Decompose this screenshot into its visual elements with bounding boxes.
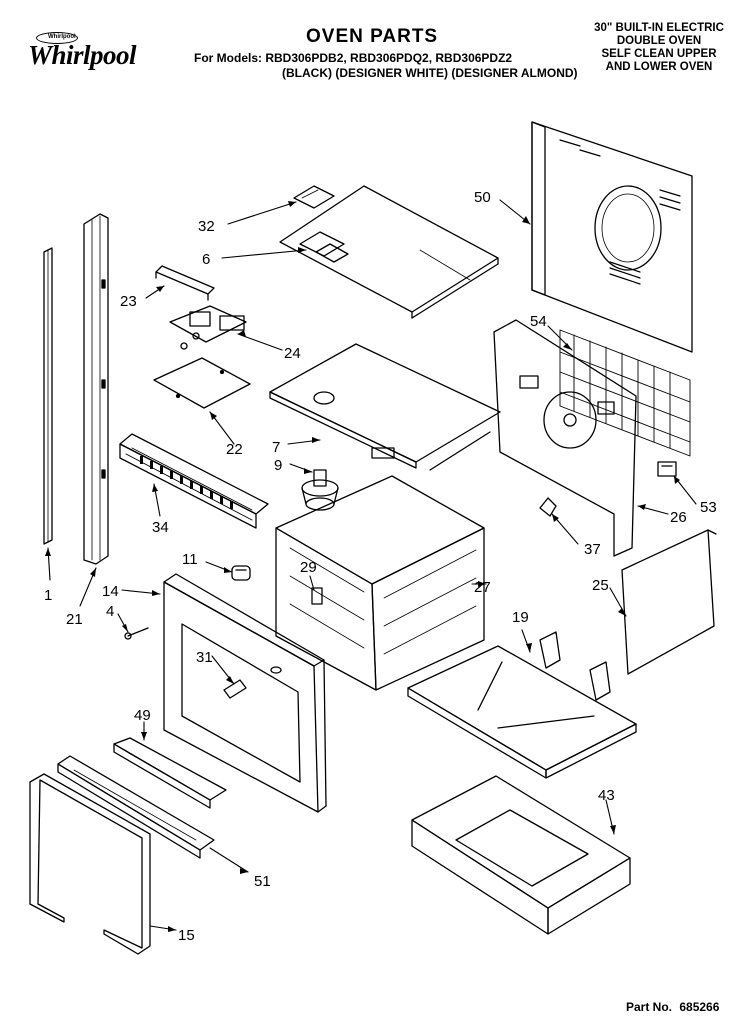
part-1-side-trim	[43, 247, 53, 545]
part-50-rear-panel	[531, 121, 693, 353]
models-line: For Models: RBD306PDB2, RBD306PDQ2, RBD3…	[194, 51, 513, 65]
callout-1: 1	[44, 587, 52, 604]
callout-34: 34	[152, 519, 169, 536]
product-description: 30" BUILT-IN ELECTRIC DOUBLE OVEN SELF C…	[584, 22, 734, 74]
part-number-footer: Part No. 685266	[626, 1000, 719, 1014]
callout-19: 19	[512, 609, 529, 626]
callout-26: 26	[670, 509, 687, 526]
part-22-cover-plate	[153, 357, 251, 409]
callout-27: 27	[474, 579, 491, 596]
callout-50: 50	[474, 189, 491, 206]
part-29-lamp	[311, 587, 323, 605]
description-line: 30" BUILT-IN ELECTRIC	[594, 22, 724, 34]
part-21-side-trim	[83, 213, 109, 565]
callout-43: 43	[598, 787, 615, 804]
part-53-clip	[657, 461, 677, 477]
callout-9: 9	[274, 457, 282, 474]
callout-37: 37	[584, 541, 601, 558]
description-line: SELF CLEAN UPPER	[601, 48, 717, 60]
logo-wordmark: Whirlpool	[28, 40, 137, 70]
part-54-insulation	[559, 329, 691, 457]
callout-numbers: 32 6 50 23 24 54 22 7 9 34 53 26 37 11 2…	[44, 189, 717, 944]
callout-29: 29	[300, 559, 317, 576]
part-27-oven-liner	[275, 475, 485, 691]
callout-51: 51	[254, 873, 271, 890]
description-line: AND LOWER OVEN	[605, 61, 713, 73]
part-6-top-panel	[279, 185, 499, 319]
part-number-value: 685266	[679, 1000, 720, 1014]
callout-6: 6	[202, 251, 210, 268]
logo-badge-text: Whirlpool	[48, 34, 76, 40]
callout-49: 49	[134, 707, 151, 724]
callout-14: 14	[102, 583, 119, 600]
page-title: OVEN PARTS	[306, 26, 439, 47]
callout-24: 24	[284, 345, 301, 362]
part-24-terminal-block	[169, 305, 247, 350]
callout-4: 4	[106, 603, 114, 620]
part-23-bracket	[155, 265, 215, 301]
part-7-duct-plate	[269, 343, 501, 471]
callout-23: 23	[120, 293, 137, 310]
part-19-bottom-tray	[407, 631, 637, 779]
callout-7: 7	[272, 439, 280, 456]
part-43-drawer-pan	[411, 775, 631, 935]
callout-11: 11	[182, 551, 198, 568]
callout-54: 54	[530, 313, 547, 330]
callout-21: 21	[66, 611, 83, 628]
callout-25: 25	[592, 577, 609, 594]
leader-arrowheads	[45, 201, 680, 932]
part-9-motor	[301, 469, 339, 511]
part-15-gasket	[29, 773, 151, 955]
part-32-plate	[293, 185, 335, 209]
part-31-switch	[223, 679, 247, 699]
leader-lines	[47, 199, 697, 931]
part-34-control-strip	[119, 433, 269, 529]
finishes-line: (BLACK) (DESIGNER WHITE) (DESIGNER ALMON…	[282, 66, 578, 80]
whirlpool-logo: Whirlpool Whirlpool	[18, 30, 158, 76]
part-14-front-frame	[163, 573, 327, 813]
part-26-back-wall	[493, 319, 637, 557]
callout-22: 22	[226, 441, 243, 458]
description-line: DOUBLE OVEN	[616, 35, 702, 47]
part-37-sensor	[539, 497, 557, 517]
part-11-light-housing	[231, 565, 251, 581]
callout-15: 15	[178, 927, 195, 944]
part-number-label: Part No.	[626, 1000, 673, 1014]
part-51-vent-grille	[57, 755, 215, 859]
part-49-vent-trim	[113, 737, 227, 809]
callout-53: 53	[700, 499, 717, 516]
part-4-screw	[124, 627, 149, 640]
callout-32: 32	[198, 218, 215, 235]
callout-31: 31	[196, 649, 213, 666]
part-25-side-panel	[621, 529, 717, 675]
logo-badge-icon	[36, 32, 78, 44]
